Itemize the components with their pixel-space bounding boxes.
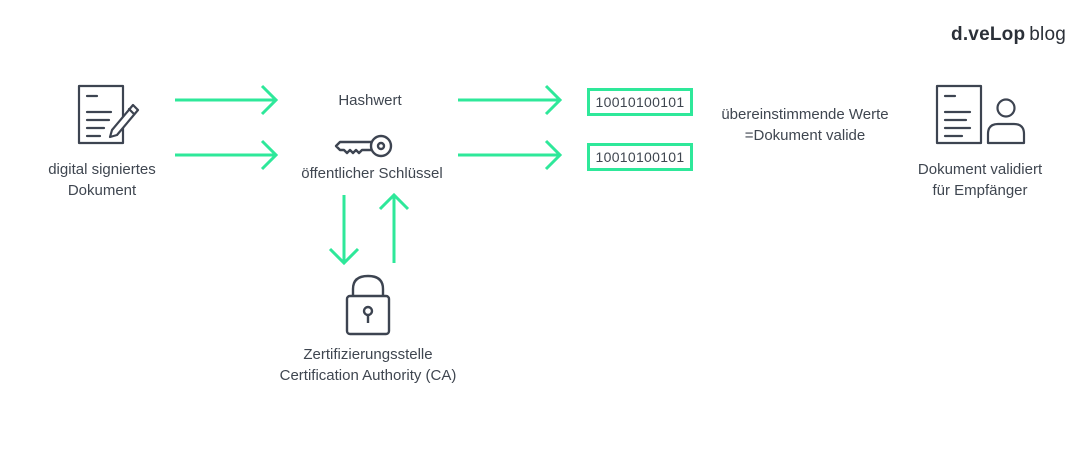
arrow-hash-to-box xyxy=(458,84,563,116)
match-label-line2: =Dokument valide xyxy=(744,127,866,144)
hashwert-label-text: Hashwert xyxy=(338,92,402,109)
arrow-doc-to-hash xyxy=(175,84,279,116)
hashwert-label: Hashwert xyxy=(300,90,440,111)
document-pen-icon xyxy=(77,84,140,145)
signed-document-label: digital signiertes Dokument xyxy=(32,159,172,201)
arrow-ca-to-key xyxy=(378,192,410,263)
signed-document-label-line2: Dokument xyxy=(67,182,137,199)
arrow-key-to-box xyxy=(458,139,563,171)
arrow-key-to-ca xyxy=(328,195,360,266)
match-label: übereinstimmende Werte =Dokument valide xyxy=(705,104,905,146)
signed-document-label-line1: digital signiertes xyxy=(48,161,156,178)
hash-value-bottom: 10010100101 xyxy=(595,149,685,165)
brand-name: d.veLop xyxy=(951,24,1026,45)
key-icon xyxy=(334,134,393,158)
hash-value-box-top: 10010100101 xyxy=(587,88,693,116)
match-label-line1: übereinstimmende Werte xyxy=(721,106,889,123)
public-key-label-text: öffentlicher Schlüssel xyxy=(301,165,443,182)
hash-value-box-bottom: 10010100101 xyxy=(587,143,693,171)
validated-label: Dokument validiert für Empfänger xyxy=(895,159,1065,201)
hash-value-top: 10010100101 xyxy=(595,94,685,110)
brand-suffix: blog xyxy=(1029,24,1066,45)
validated-label-line2: für Empfänger xyxy=(932,182,1028,199)
public-key-label: öffentlicher Schlüssel xyxy=(282,163,462,184)
ca-label: Zertifizierungsstelle Certification Auth… xyxy=(258,344,478,386)
padlock-icon xyxy=(345,274,391,336)
validated-label-line1: Dokument validiert xyxy=(917,161,1043,178)
ca-label-line2: Certification Authority (CA) xyxy=(279,367,457,384)
arrow-doc-to-key xyxy=(175,139,279,171)
ca-label-line1: Zertifizierungsstelle xyxy=(303,346,433,363)
document-user-icon xyxy=(935,84,1026,145)
